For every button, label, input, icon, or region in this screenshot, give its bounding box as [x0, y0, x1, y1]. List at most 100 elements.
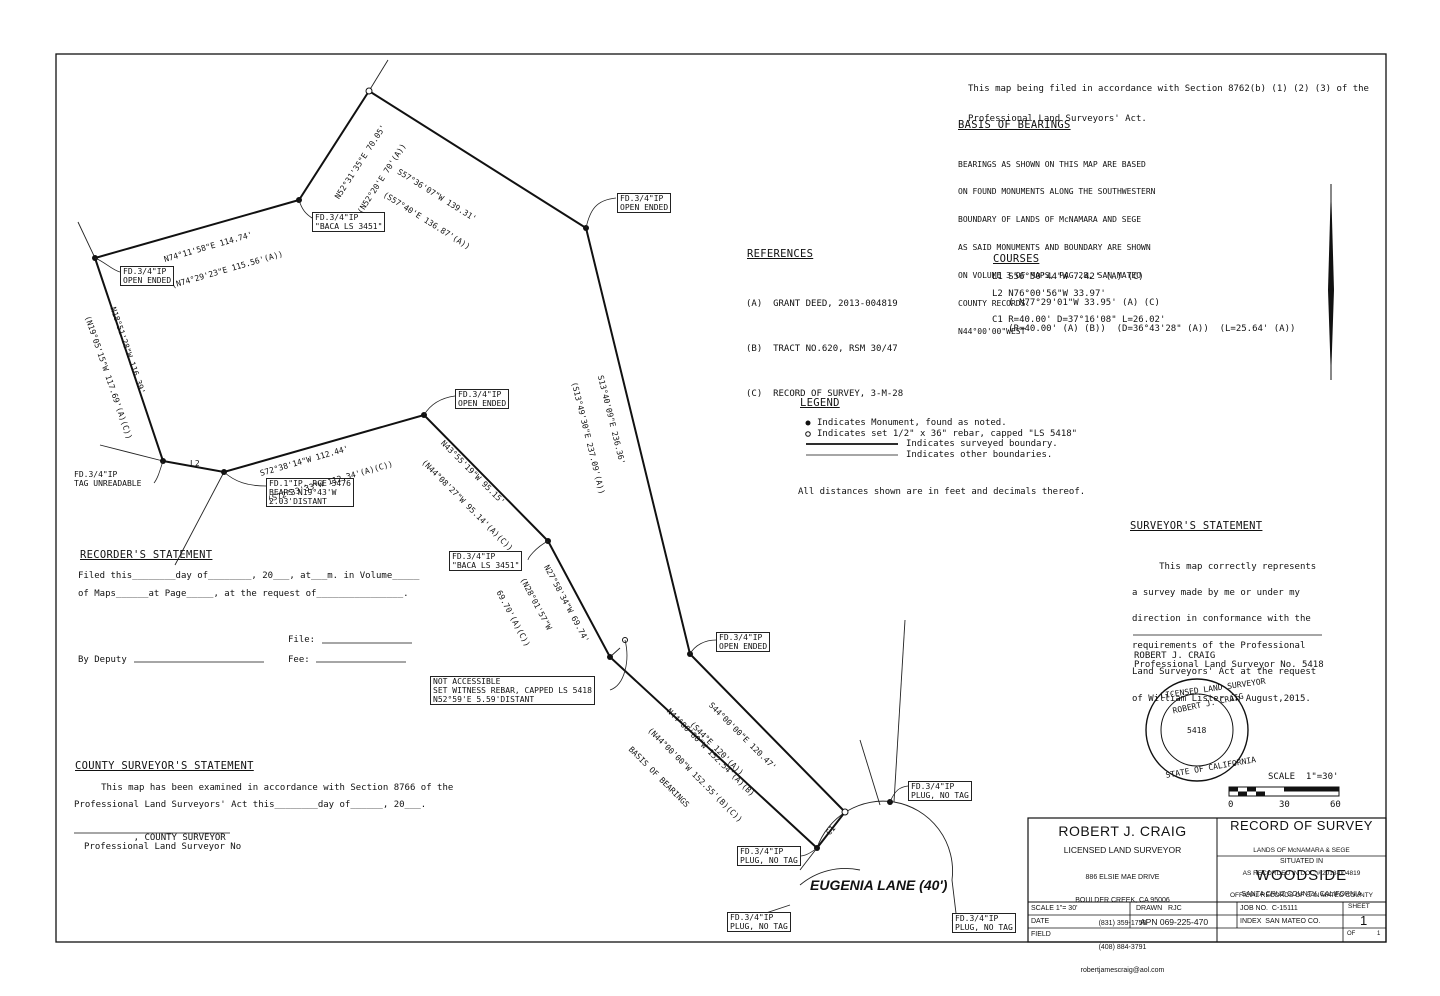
- course-tag-l2: L2: [190, 459, 200, 468]
- tb-phone: (831) 359-1750: [1098, 920, 1147, 928]
- tb-field: FIELD: [1031, 931, 1051, 938]
- label-leaders: [94, 197, 961, 931]
- set-rebar-markers: [365, 87, 849, 816]
- monument-label: FD.1"IP, RCE 5476 BEARS N19°43'W 2.03'DI…: [266, 478, 354, 507]
- filing-note-line1: This map being filed in accordance with …: [968, 84, 1369, 94]
- signature-lines: [74, 634, 1322, 834]
- bob-line: ON VOLUME 3 OF MAPS, PAG 28, SAN MATEO: [958, 271, 1142, 281]
- legend-surveyed: Indicates surveyed boundary.: [906, 439, 1058, 449]
- tb-phone: (408) 884-3791: [1098, 943, 1147, 951]
- bob-line: COUNTY RECORDS.: [958, 299, 1031, 309]
- ss-line: requirements of the Professional: [1132, 640, 1306, 651]
- monument-label: FD.3/4"IP "BACA LS 3451": [312, 212, 386, 232]
- tb-county: SANTA CRUZ COUNTY, CALIFORNIA: [1241, 891, 1362, 898]
- tb-record-title: RECORD OF SURVEY: [1230, 818, 1373, 833]
- course-c1: C1 R=40.00' D=37°16'08" L=26.02': [992, 315, 1166, 325]
- legend-other: Indicates other boundaries.: [906, 450, 1053, 460]
- surveyor-seal-icon: [1145, 678, 1249, 782]
- street-name: EUGENIA LANE (40'): [810, 877, 948, 893]
- tb-scale: SCALE 1"= 30': [1031, 905, 1078, 912]
- tb-addr-line: 886 ELSIE MAE DRIVE: [1085, 873, 1160, 881]
- tb-sheet-number: 1: [1360, 913, 1368, 928]
- tb-lands: LANDS OF McNAMARA & SEGE: [1253, 847, 1350, 854]
- basis-of-bearings-title: BASIS OF BEARINGS: [958, 119, 1071, 131]
- reference-item: (C) RECORD OF SURVEY, 3-M-28: [746, 389, 904, 399]
- scale-tick-0: 0: [1228, 800, 1234, 810]
- distances-note: All distances shown are in feet and deci…: [798, 487, 1086, 497]
- ss-line: Land Surveyors' Act at the request: [1132, 667, 1317, 678]
- tb-record-details: LANDS OF McNAMARA & SEGE AS RECORDED IN …: [1217, 832, 1386, 907]
- course-l2: L2 N76°00'56"W 33.97': [992, 289, 1106, 299]
- legend-monument: Indicates Monument, found as noted.: [817, 418, 1007, 428]
- north-arrow-icon: [1328, 184, 1334, 380]
- recorder-statement-title: RECORDER'S STATEMENT: [80, 549, 213, 561]
- tb-address: 886 ELSIE MAE DRIVE BOULDER CREEK, CA 95…: [1028, 858, 1217, 983]
- legend-title: LEGEND: [800, 397, 840, 409]
- tb-addr-line: BOULDER CREEK, CA 95006: [1075, 896, 1170, 904]
- recorder-line2: of Maps______at Page_____, at the reques…: [78, 589, 409, 599]
- legend-monument-dot: [805, 420, 811, 426]
- legend-rebar-circle: [805, 431, 811, 437]
- tb-email: robertjamescraig@aol.com: [1080, 967, 1165, 975]
- tb-firm-name: ROBERT J. CRAIG: [1058, 823, 1187, 839]
- title-block-grid: [1027, 817, 1387, 943]
- tb-situated: SITUATED IN: [1279, 858, 1324, 865]
- tb-apn: APN 069-225-470: [1140, 917, 1209, 927]
- monument-label: FD.3/4"IP OPEN ENDED: [120, 266, 175, 286]
- monument-label: FD.3/4"IP "BACA LS 3451": [449, 551, 523, 571]
- surveyor-statement-title: SURVEYOR'S STATEMENT: [1130, 520, 1263, 532]
- monument-label: FD.3/4"IP PLUG, NO TAG: [908, 781, 972, 801]
- scale-label: SCALE 1"=30': [1268, 772, 1339, 782]
- scale-tick-60: 60: [1330, 800, 1341, 810]
- monument-label: FD.3/4"IP TAG UNREADABLE: [74, 470, 142, 488]
- tb-of-label: OF: [1347, 931, 1356, 937]
- surveyor-name: ROBERT J. CRAIG: [1134, 651, 1216, 661]
- courses-title: COURSES: [993, 253, 1040, 265]
- bob-line: BEARINGS AS SHOWN ON THIS MAP ARE BASED: [958, 159, 1146, 169]
- recorder-fee: Fee:: [288, 655, 310, 665]
- reference-item: (A) GRANT DEED, 2013-004819: [746, 299, 898, 309]
- monument-label: FD.3/4"IP PLUG, NO TAG: [952, 913, 1016, 933]
- county-line2: Professional Land Surveyors' Act this___…: [74, 800, 427, 810]
- tb-date: DATE: [1031, 918, 1050, 925]
- monument-label: NOT ACCESSIBLE SET WITNESS REBAR, CAPPED…: [430, 676, 595, 705]
- ss-line: direction in conformance with the: [1132, 614, 1311, 625]
- scale-tick-30: 30: [1279, 800, 1290, 810]
- filing-note-line2: Professional Land Surveyors' Act.: [968, 114, 1147, 124]
- tb-licensed: LICENSED LAND SURVEYOR: [1063, 845, 1182, 855]
- county-sign2: Professional Land Surveyor No: [84, 842, 242, 852]
- county-statement-title: COUNTY SURVEYOR'S STATEMENT: [75, 760, 254, 772]
- tb-official: OFFICIAL RECORDS OF SAN MATEO COUNTY: [1229, 892, 1373, 899]
- tb-recorded: AS RECORDED IN DOC.# 2013-004819: [1242, 869, 1361, 877]
- monument-label: FD.3/4"IP PLUG, NO TAG: [737, 846, 801, 866]
- bob-line: ON FOUND MONUMENTS ALONG THE SOUTHWESTER…: [958, 187, 1156, 197]
- course-l1: L1 S56°50'44"W 7.42' (A) (C): [992, 272, 1144, 282]
- ss-line: of William Lister in August,2015.: [1132, 693, 1311, 704]
- monument-label: FD.3/4"IP OPEN ENDED: [716, 632, 771, 652]
- other-boundaries: [77, 59, 959, 931]
- county-line1: This map has been examined in accordance…: [74, 783, 454, 793]
- monument-label: FD.3/4"IP OPEN ENDED: [455, 389, 510, 409]
- surveyor-statement-text: This map correctly represents a survey m…: [1132, 545, 1316, 712]
- scale-bar: [1228, 786, 1340, 797]
- references-title: REFERENCES: [747, 248, 814, 260]
- tb-town: WOODSIDE: [1255, 867, 1348, 884]
- ss-line: a survey made by me or under my: [1132, 587, 1300, 598]
- bob-line: N44°00'00"WEST: [958, 326, 1026, 336]
- tb-of-number: 1: [1377, 931, 1381, 937]
- tb-job-no: JOB NO. C-15111: [1240, 905, 1298, 912]
- basis-of-bearings-text: BEARINGS AS SHOWN ON THIS MAP ARE BASED …: [958, 141, 1155, 346]
- tb-sheet-label: SHEET: [1348, 903, 1370, 910]
- sheet-border: [55, 53, 1387, 943]
- bob-line: BOUNDARY OF LANDS OF McNAMARA AND SEGE: [958, 215, 1142, 225]
- course-c1-record: (R=40.00' (A) (B)) (D=36°43'28" (A)) (L=…: [992, 324, 1296, 334]
- recorder-line1: Filed this________day of________, 20___,…: [78, 571, 420, 581]
- course-l2-record: ( N77°29'01"W 33.95' (A) (C): [992, 298, 1160, 308]
- monument-label: FD.3/4"IP PLUG, NO TAG: [727, 912, 791, 932]
- recorder-deputy: By Deputy: [78, 655, 127, 665]
- recorder-file: File:: [288, 635, 316, 645]
- bob-line: AS SAID MONUMENTS AND BOUNDARY ARE SHOWN: [958, 243, 1151, 253]
- bearing-text: S13°40'09"E 236.36': [595, 374, 627, 466]
- tb-drawn: DRAWN RJC: [1136, 905, 1182, 912]
